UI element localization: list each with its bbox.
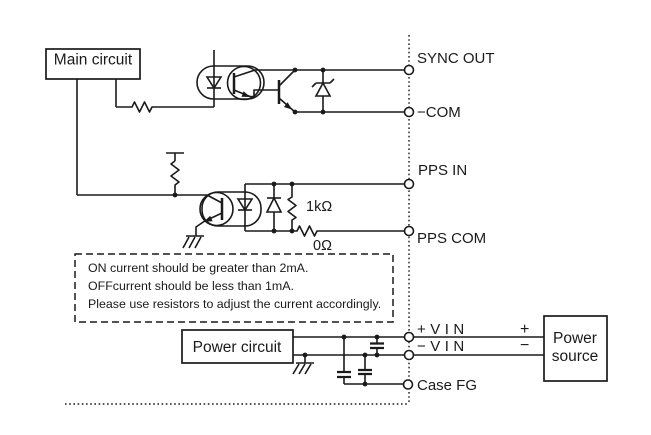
terminal-vin-minus <box>403 349 415 361</box>
pps-com-rail-with-0ohm-resistor <box>245 225 405 237</box>
terminal-pps-in <box>403 178 415 190</box>
terminal-sync-out <box>403 64 415 76</box>
cap-a-plates <box>337 370 351 379</box>
junction-dot <box>320 109 326 115</box>
protection-diode-triangle <box>265 196 283 213</box>
vin-minus-label: −VIN <box>417 338 469 355</box>
junction-dot <box>292 109 298 115</box>
optocoupler-1-package <box>196 65 265 100</box>
power-source-block: Power source <box>543 315 608 382</box>
zener-diode-icon <box>311 70 335 112</box>
phototransistor-2-emitter <box>195 212 223 236</box>
interface-boundary <box>65 35 410 405</box>
note-box-border <box>74 253 394 323</box>
optocoupler-2-icon <box>195 184 262 236</box>
vin-plus-label: +VIN <box>417 321 469 338</box>
junction-dot <box>374 352 380 358</box>
power-circuit-label: Power circuit <box>193 339 282 356</box>
ground-icon <box>292 355 314 375</box>
transistor-collector <box>278 69 296 87</box>
main-circuit-label: Main circuit <box>54 52 133 69</box>
junction-dot <box>289 181 295 187</box>
1k-resistor-icon <box>287 184 297 231</box>
junction-dot <box>341 334 347 340</box>
terminal-com <box>403 106 415 118</box>
capacitor-icon <box>358 355 372 384</box>
protection-diode-icon <box>265 184 283 231</box>
led-1-triangle <box>205 76 223 90</box>
junction-dot <box>271 181 277 187</box>
cap-b-plates <box>358 368 372 376</box>
main-circuit-box <box>45 48 141 80</box>
phototransistor-2-collector <box>206 194 223 204</box>
capacitor-icon <box>370 337 384 355</box>
case-fg-label: Case FG <box>417 377 477 394</box>
junction-dot <box>320 67 326 73</box>
junction-dot <box>292 67 298 73</box>
junction-dot <box>302 352 308 358</box>
1k-resistor-label: 1kΩ <box>306 199 332 215</box>
pps-com-label: PPS COM <box>417 230 486 247</box>
junction-dot <box>362 352 368 358</box>
sync-out-label: SYNC OUT <box>417 50 495 67</box>
series-resistor-icon <box>116 101 214 113</box>
note-line-2: OFFcurrent should be less than 1mA. <box>88 279 294 293</box>
terminal-pps-com <box>403 225 415 237</box>
power-source-box <box>543 315 608 382</box>
pullup-resistor-icon <box>170 160 180 195</box>
terminal-case-fg <box>402 379 414 390</box>
terminal-vin-plus <box>403 331 415 343</box>
ground-hatch-2 <box>292 355 314 375</box>
power-source-label-1: Power <box>553 330 597 347</box>
phototransistor-1-circle <box>226 65 262 101</box>
junction-dot <box>362 381 368 387</box>
cap-c-plates <box>370 342 384 350</box>
note-line-1: ON current should be greater than 2mA. <box>88 261 308 275</box>
note-box: ON current should be greater than 2mA. O… <box>74 253 394 323</box>
pullup-rail-tap <box>166 152 184 161</box>
minus-sign: − <box>520 337 529 354</box>
transistor-emitter-arrow <box>283 102 292 110</box>
led-2-triangle <box>236 198 254 212</box>
ground-icon <box>182 235 204 249</box>
power-source-label-2: source <box>552 348 599 365</box>
main-circuit-block: Main circuit <box>45 48 141 80</box>
optocoupler-1-icon <box>196 50 279 107</box>
plus-sign: + <box>520 321 529 338</box>
note-line-3: Please use resistors to adjust the curre… <box>88 297 381 311</box>
capacitor-icon <box>337 337 351 384</box>
ground-hatch-1 <box>182 235 204 249</box>
phototransistor-1-emitter-arrow <box>241 91 250 97</box>
npn-transistor-icon <box>277 69 296 113</box>
pps-input-circuit: 1kΩ 0Ω <box>77 152 405 254</box>
junction-dot <box>271 228 277 234</box>
junction-dot <box>374 334 380 340</box>
power-circuit-box <box>181 329 294 364</box>
junction-dot <box>172 192 178 198</box>
0ohm-resistor-label: 0Ω <box>313 238 332 254</box>
power-section: Power circuit Power <box>181 315 608 387</box>
terminals: SYNC OUT −COM PPS IN PPS COM +VIN −VIN C… <box>402 50 495 394</box>
phototransistor-2-circle <box>199 191 234 227</box>
sync-output-circuit <box>76 50 405 195</box>
junction-dot <box>289 228 295 234</box>
pps-in-label: PPS IN <box>418 162 467 179</box>
com-label: −COM <box>417 104 461 121</box>
phototransistor-1-collector <box>233 69 256 78</box>
phototransistor-2-emitter-arrow <box>204 215 213 222</box>
optocoupler-2-package <box>201 191 262 227</box>
zener-triangle <box>314 81 332 97</box>
